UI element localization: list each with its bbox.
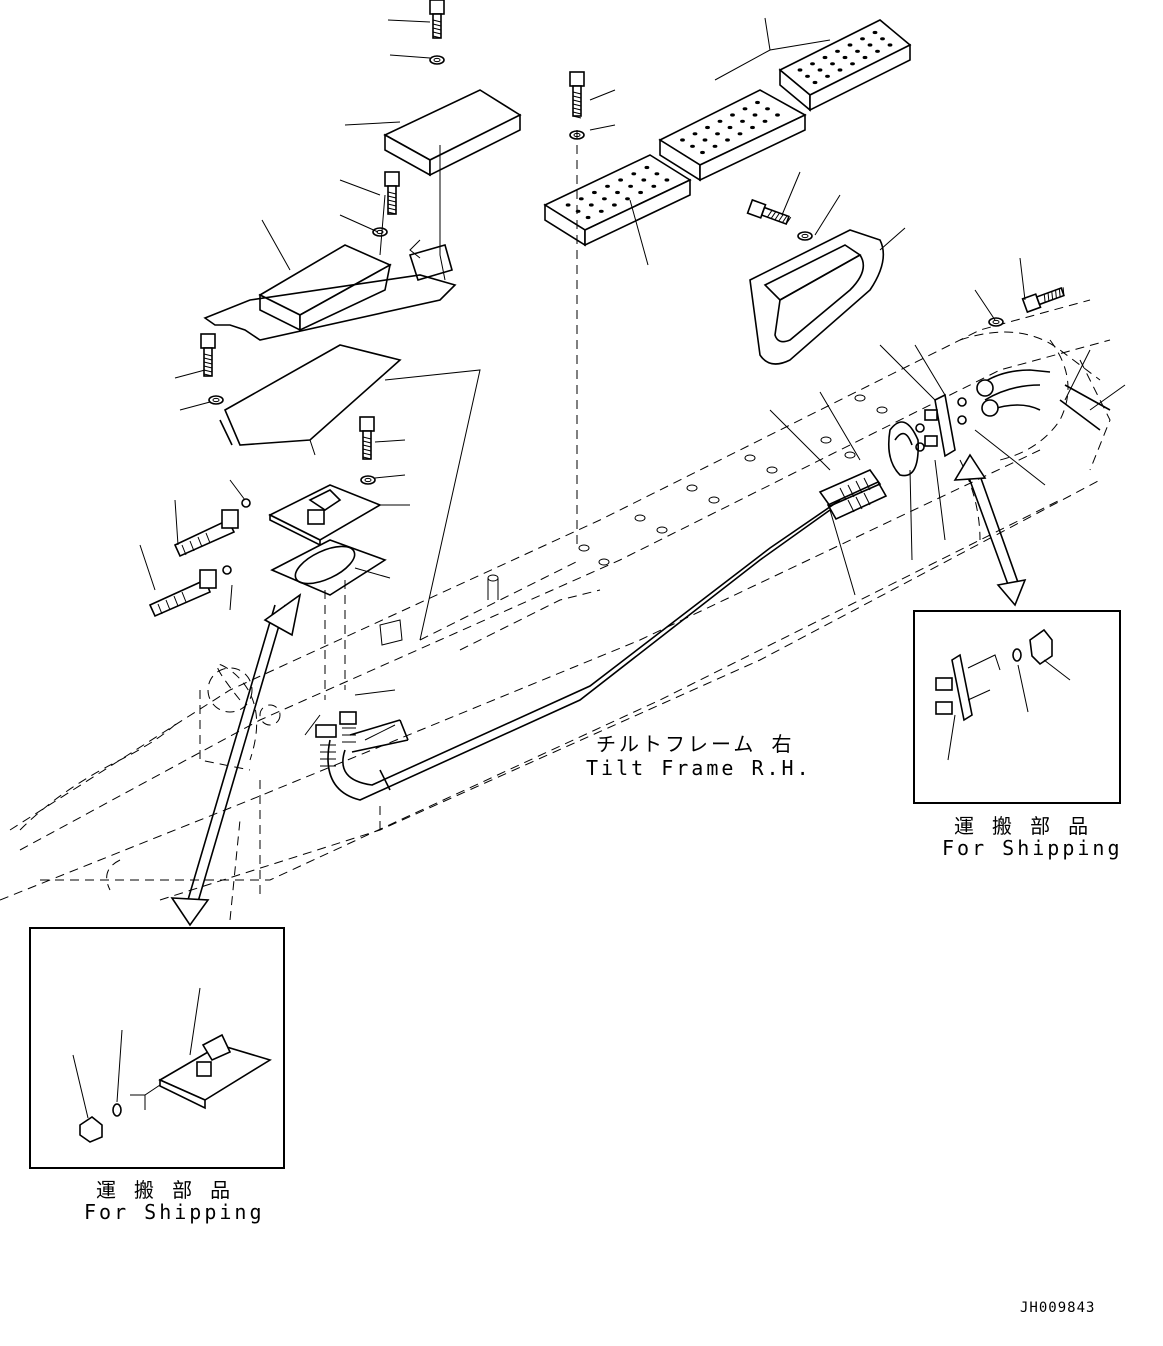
shipping-left-label-en: For Shipping: [84, 1200, 265, 1224]
tilt-frame-label-en: Tilt Frame R.H.: [586, 756, 812, 780]
arrow-right: [953, 453, 1027, 607]
bolts: [200, 0, 1065, 485]
tilt-frame-outline: [0, 299, 1111, 921]
shipping-left-contents: [29, 927, 285, 1169]
drawing-number: JH009843: [1020, 1300, 1096, 1316]
shipping-right-label-jp: 運 搬 部 品: [954, 814, 1092, 838]
step-plate-3: [778, 19, 912, 112]
step-plate-2: [658, 89, 807, 182]
fitting-block: [268, 484, 387, 700]
frame-studs: [379, 394, 888, 646]
shipping-left-label-jp: 運 搬 部 品: [96, 1178, 234, 1202]
right-fitting-block: [887, 393, 967, 477]
hose-assembly: [315, 469, 888, 801]
tilt-frame-label-jp: チルトフレーム 右: [596, 732, 795, 756]
upper-right-hoses: [976, 369, 1111, 431]
left-fittings: [148, 498, 251, 618]
shipping-right-label-en: For Shipping: [942, 836, 1123, 860]
step-bracket: [749, 229, 885, 365]
upper-left-step: [203, 89, 522, 446]
leader-lines: [139, 17, 1126, 741]
shipping-right-contents: [913, 610, 1121, 804]
step-plate-1: [543, 154, 692, 247]
arrow-left: [170, 593, 302, 927]
